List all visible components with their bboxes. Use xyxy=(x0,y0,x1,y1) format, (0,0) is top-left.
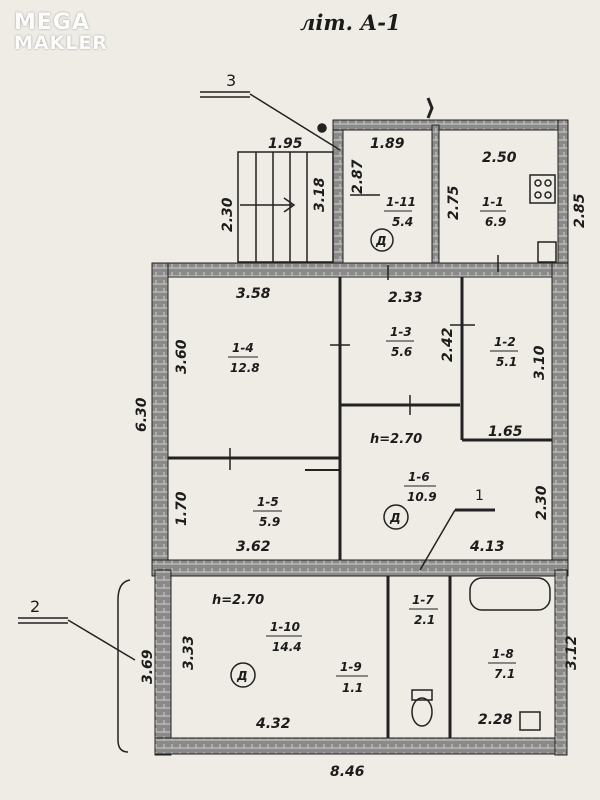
svg-text:7.1: 7.1 xyxy=(494,667,515,681)
svg-text:12.8: 12.8 xyxy=(230,361,260,375)
bathtub-icon xyxy=(469,577,551,611)
letter-d: Д xyxy=(389,511,401,525)
svg-text:14.4: 14.4 xyxy=(272,640,302,654)
svg-text:1-10: 1-10 xyxy=(270,620,300,634)
room-1-10: 1-10 14.4 xyxy=(266,620,302,654)
wall-upper-top xyxy=(332,119,569,131)
svg-text:1-2: 1-2 xyxy=(494,335,516,349)
dim-3-58: 3.58 xyxy=(236,286,271,302)
wall-upper-mid xyxy=(431,124,440,271)
dim-1-65: 1.65 xyxy=(488,424,523,440)
svg-text:1-7: 1-7 xyxy=(412,593,434,607)
wall-main-left xyxy=(151,262,169,574)
room-labels: 1-11 5.4 1-1 6.9 1-4 12.8 1-3 5.6 1-2 xyxy=(228,195,518,695)
plan-title: літ. А-1 xyxy=(300,10,401,35)
height-label: h=2.70 xyxy=(370,432,422,447)
room-1-5: 1-5 5.9 xyxy=(253,495,282,529)
room-1-7: 1-7 2.1 xyxy=(409,593,438,627)
letter-d: Д xyxy=(375,234,387,248)
marker-2: 2 xyxy=(30,597,40,616)
section-markers: 3 2 1 xyxy=(30,71,484,616)
dim-2-75: 2.75 xyxy=(446,185,462,220)
svg-text:1-5: 1-5 xyxy=(257,495,279,509)
room-1-6: 1-6 10.9 xyxy=(404,470,437,504)
marker-1: 1 xyxy=(475,488,484,504)
wall-lower-left xyxy=(154,569,172,756)
dim-4-13: 4.13 xyxy=(469,539,505,555)
dim-3-62: 3.62 xyxy=(236,539,271,555)
dim-1-89: 1.89 xyxy=(370,136,405,152)
dim-3-12: 3.12 xyxy=(564,635,580,670)
dim-6-30: 6.30 xyxy=(134,397,150,432)
dim-1-95: 1.95 xyxy=(268,136,303,152)
height-label: h=2.70 xyxy=(212,593,264,608)
svg-text:6.9: 6.9 xyxy=(485,215,506,229)
svg-text:1-1: 1-1 xyxy=(482,195,504,209)
fixtures xyxy=(229,174,557,731)
dim-3-33: 3.33 xyxy=(181,635,197,670)
svg-text:1-8: 1-8 xyxy=(492,647,514,661)
dim-2-42: 2.42 xyxy=(440,327,456,362)
room-1-9: 1-9 1.1 xyxy=(336,660,368,695)
room-1-11: 1-11 5.4 xyxy=(384,195,416,229)
dim-2-28: 2.28 xyxy=(478,712,513,728)
wall-main-bottom xyxy=(151,559,569,577)
dim-2-30: 2.30 xyxy=(220,197,236,232)
marker-leaders xyxy=(18,91,495,753)
dim-1-70: 1.70 xyxy=(174,491,190,526)
brand-logo: MEGA MAKLER xyxy=(14,12,108,53)
ceiling-heights: h=2.70 h=2.70 xyxy=(212,432,422,608)
room-1-2: 1-2 5.1 xyxy=(490,335,518,369)
svg-text:5.9: 5.9 xyxy=(259,515,280,529)
dim-2-33: 2.33 xyxy=(388,290,423,306)
dim-3-69: 3.69 xyxy=(140,649,156,684)
wall-upper-left xyxy=(332,119,344,271)
marker-3: 3 xyxy=(226,71,236,90)
svg-text:10.9: 10.9 xyxy=(407,490,437,504)
stairs xyxy=(237,151,334,263)
svg-text:1.1: 1.1 xyxy=(342,681,363,695)
dim-2-30b: 2.30 xyxy=(534,485,550,520)
wall-upper-right xyxy=(557,119,569,271)
dim-8-46: 8.46 xyxy=(330,764,365,780)
svg-text:2.1: 2.1 xyxy=(414,613,435,627)
svg-text:1-3: 1-3 xyxy=(390,325,412,339)
svg-text:1-11: 1-11 xyxy=(386,195,416,209)
logo-line2: MAKLER xyxy=(14,32,109,54)
svg-text:1-6: 1-6 xyxy=(408,470,430,484)
svg-text:1-9: 1-9 xyxy=(340,660,362,674)
dim-2-87: 2.87 xyxy=(350,159,366,194)
stove-icon xyxy=(529,174,556,204)
wall-lower-bottom xyxy=(154,737,566,755)
dim-3-60: 3.60 xyxy=(174,339,190,374)
dim-2-85: 2.85 xyxy=(572,193,588,228)
letter-d-marks: Д Д Д xyxy=(230,228,409,688)
sink-icon xyxy=(537,241,557,263)
svg-text:5.6: 5.6 xyxy=(391,345,412,359)
letter-d: Д xyxy=(236,669,248,683)
wall-main-right xyxy=(551,262,569,574)
dimension-labels: 1.95 2.30 3.18 1.89 2.87 2.50 2.75 2.85 … xyxy=(134,136,588,780)
wall-main-top xyxy=(151,262,569,278)
room-1-8: 1-8 7.1 xyxy=(488,647,516,681)
dim-4-32: 4.32 xyxy=(255,716,291,732)
dim-3-18: 3.18 xyxy=(312,177,328,212)
boiler-icon xyxy=(519,711,541,731)
svg-text:1-4: 1-4 xyxy=(232,341,254,355)
room-1-3: 1-3 5.6 xyxy=(386,325,414,359)
walls xyxy=(151,119,569,756)
logo-line1: MEGA xyxy=(14,10,91,35)
wall-lower-right xyxy=(554,569,568,756)
partitions xyxy=(168,277,552,738)
room-1-4: 1-4 12.8 xyxy=(228,341,260,375)
toilet-icon xyxy=(411,697,433,727)
room-1-1: 1-1 6.9 xyxy=(480,195,506,229)
dim-3-10: 3.10 xyxy=(532,345,548,380)
dim-2-50: 2.50 xyxy=(482,150,517,166)
svg-text:5.1: 5.1 xyxy=(496,355,517,369)
svg-text:5.4: 5.4 xyxy=(392,215,413,229)
